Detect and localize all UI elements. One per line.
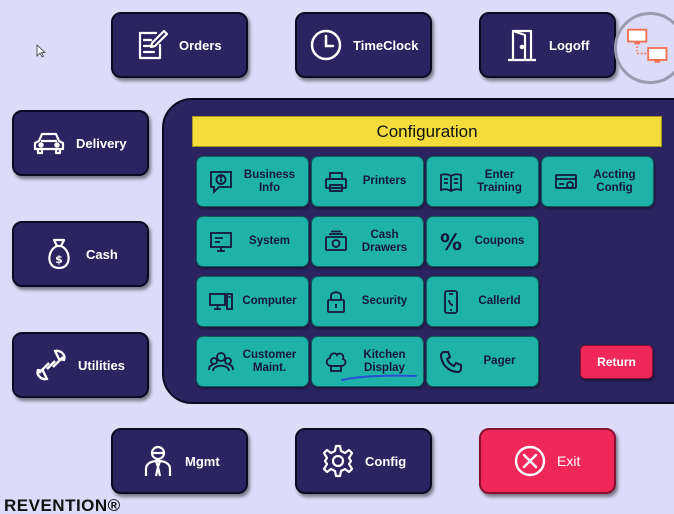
coupons-label: Coupons [474, 235, 525, 247]
phone-icon [437, 288, 465, 316]
lock-icon [322, 288, 350, 316]
computer-label: Computer [242, 295, 297, 307]
network-computers-icon [627, 28, 668, 63]
delivery-button[interactable]: Delivery [12, 110, 149, 176]
printer-icon [322, 168, 350, 196]
gear-icon [319, 442, 357, 480]
wrench-icon [32, 346, 70, 384]
clock-icon [307, 26, 345, 64]
logoff-label: Logoff [549, 37, 590, 53]
accting-config-label: Accting Config [593, 168, 636, 194]
timeclock-label: TimeClock [353, 37, 419, 53]
pager-button[interactable]: Pager [426, 336, 539, 387]
network-status-indicator[interactable] [614, 12, 674, 84]
kitchen-display-button[interactable]: Kitchen Display [311, 336, 424, 387]
delivery-label: Delivery [76, 135, 127, 151]
exit-label: Exit [557, 453, 581, 469]
monitor-icon [207, 228, 235, 256]
system-label: System [249, 235, 290, 247]
pager-label: Pager [483, 355, 516, 367]
brand-logo: REVENTION® [4, 496, 121, 514]
config-label: Config [365, 453, 407, 469]
business-info-button[interactable]: Business Info [196, 156, 309, 207]
chef-hat-icon [322, 348, 350, 376]
computer-button[interactable]: Computer [196, 276, 309, 327]
svg-text:%: % [440, 231, 462, 255]
exit-button[interactable]: Exit [479, 428, 616, 494]
accting-config-button[interactable]: Accting Config [541, 156, 654, 207]
utilities-button[interactable]: Utilities [12, 332, 149, 398]
mouse-cursor-icon [36, 44, 46, 58]
info-icon [207, 168, 235, 196]
panel-title: Configuration [192, 116, 662, 147]
customer-maint-button[interactable]: Customer Maint. [196, 336, 309, 387]
business-info-label: Business Info [243, 168, 296, 194]
orders-icon [133, 26, 171, 64]
cash-button[interactable]: $ Cash [12, 221, 149, 287]
customer-maint-label: Customer Maint. [242, 348, 297, 374]
logoff-button[interactable]: Logoff [479, 12, 616, 78]
orders-button[interactable]: Orders [111, 12, 248, 78]
percent-icon: % [437, 228, 465, 256]
cash-drawers-button[interactable]: Cash Drawers [311, 216, 424, 267]
svg-text:$: $ [55, 253, 63, 266]
door-icon [503, 26, 541, 64]
pager-icon [437, 348, 465, 376]
cash-label: Cash [86, 246, 118, 262]
mgmt-label: Mgmt [185, 453, 220, 469]
printers-button[interactable]: Printers [311, 156, 424, 207]
security-label: Security [361, 295, 408, 307]
money-bag-icon: $ [40, 235, 78, 273]
utilities-label: Utilities [78, 357, 125, 373]
cash-drawers-label: Cash Drawers [361, 228, 408, 254]
customers-icon [207, 348, 235, 376]
cash-drawer-icon [322, 228, 350, 256]
book-icon [437, 168, 465, 196]
coupons-button[interactable]: % Coupons [426, 216, 539, 267]
manager-icon [139, 442, 177, 480]
close-circle-icon [511, 442, 549, 480]
configuration-panel: Configuration Business Info Printers Ent… [162, 98, 674, 404]
enter-training-button[interactable]: Enter Training [426, 156, 539, 207]
security-button[interactable]: Security [311, 276, 424, 327]
accounting-icon [552, 168, 580, 196]
timeclock-button[interactable]: TimeClock [295, 12, 432, 78]
callerid-label: CallerId [478, 295, 521, 307]
mgmt-button[interactable]: Mgmt [111, 428, 248, 494]
enter-training-label: Enter Training [477, 168, 522, 194]
printers-label: Printers [362, 175, 407, 187]
orders-label: Orders [179, 37, 222, 53]
config-button[interactable]: Config [295, 428, 432, 494]
callerid-button[interactable]: CallerId [426, 276, 539, 327]
system-button[interactable]: System [196, 216, 309, 267]
car-icon [30, 124, 68, 162]
kitchen-display-annotation-underline [341, 374, 417, 381]
computer-icon [207, 288, 235, 316]
kitchen-display-label: Kitchen Display [363, 348, 406, 374]
return-button[interactable]: Return [580, 345, 653, 379]
